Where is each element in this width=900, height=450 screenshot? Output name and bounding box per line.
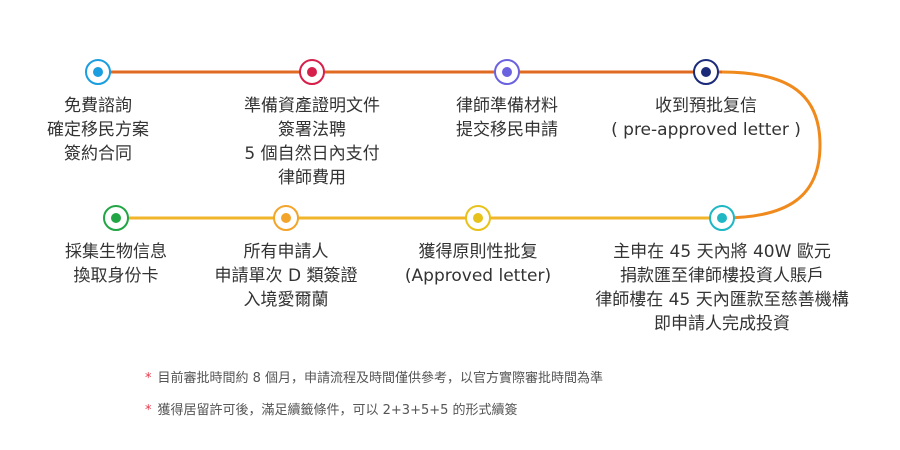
step-node-biometrics <box>103 205 129 231</box>
step-dot <box>502 67 512 77</box>
step-dot <box>473 213 483 223</box>
step-label-prepare-documents: 準備資產證明文件 簽署法聘 5 個自然日內支付 律師費用 <box>244 96 380 188</box>
asterisk-icon: * <box>145 403 152 418</box>
step-label-investment: 主申在 45 天內將 40W 歐元 捐款匯至律師樓投資人賬戶 律師樓在 45 天… <box>595 242 849 334</box>
step-node-visa <box>273 205 299 231</box>
step-node-investment <box>709 205 735 231</box>
step-label-visa: 所有申請人 申請單次 D 類簽證 入境愛爾蘭 <box>214 242 358 310</box>
timeline-curve <box>721 70 822 220</box>
step-label-submit-application: 律師準備材料 提交移民申請 <box>456 96 558 140</box>
step-node-pre-approval <box>693 59 719 85</box>
step-node-approval <box>465 205 491 231</box>
step-dot <box>307 67 317 77</box>
step-label-free-consultation: 免費諮詢 確定移民方案 簽約合同 <box>47 96 149 164</box>
step-dot <box>701 67 711 77</box>
step-node-free-consultation <box>85 59 111 85</box>
step-node-prepare-documents <box>299 59 325 85</box>
step-label-approval: 獲得原則性批复 (Approved letter) <box>404 242 552 286</box>
step-dot <box>93 67 103 77</box>
footnote-processing-time: *目前審批時間約 8 個月，申請流程及時間僅供參考，以官方實際審批時間為準 <box>145 371 604 386</box>
step-dot <box>111 213 121 223</box>
asterisk-icon: * <box>145 371 152 386</box>
step-node-submit-application <box>494 59 520 85</box>
step-label-pre-approval: 收到預批复信 ( pre-approved letter ) <box>611 96 801 140</box>
step-dot <box>281 213 291 223</box>
footnote-renewal: *獲得居留許可後，滿足續籤條件，可以 2+3+5+5 的形式續簽 <box>145 403 518 418</box>
step-label-biometrics: 採集生物信息 換取身份卡 <box>65 242 167 286</box>
step-dot <box>717 213 727 223</box>
